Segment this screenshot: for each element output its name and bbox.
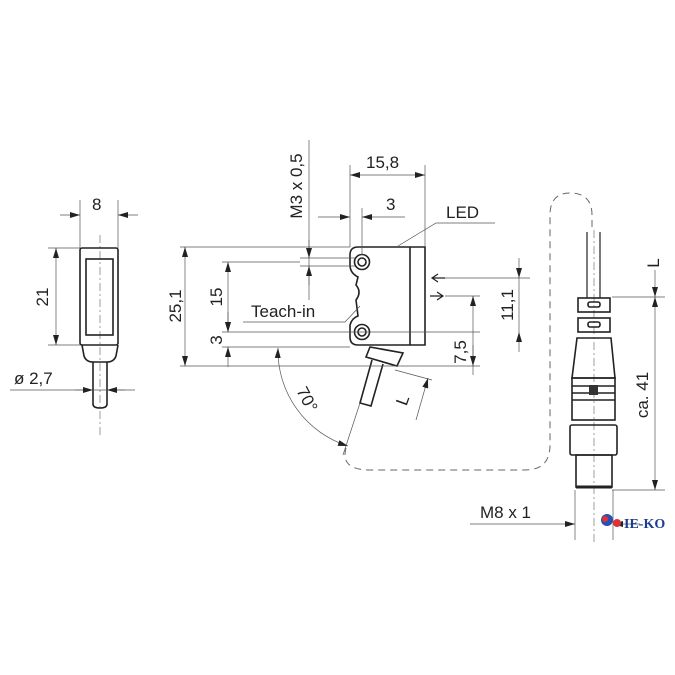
dim-total-height: 25,1: [166, 289, 185, 322]
watermark-text: IE-KO: [624, 517, 665, 532]
dim-hole-offset: 3: [207, 335, 226, 344]
dim-height-side: 21: [33, 288, 52, 307]
dim-angle: 70°: [292, 384, 321, 416]
teach-in-label: Teach-in: [251, 302, 315, 321]
dim-cable-length-l2: L: [644, 258, 663, 267]
dim-width-side: 8: [92, 195, 101, 214]
led-label: LED: [446, 203, 479, 222]
dim-connector-thread: M8 x 1: [480, 503, 531, 522]
dim-axis-height: 11,1: [498, 289, 517, 321]
dim-cable-length-l: L: [392, 392, 413, 407]
dim-width-front: 15,8: [366, 153, 399, 172]
front-view: M3 x 0,5 15,8 3 LED Teach-in 25,1 15 3 1…: [166, 140, 530, 456]
dim-axis-offset: 7,5: [451, 340, 470, 364]
dim-thread: M3 x 0,5: [287, 153, 306, 218]
dim-hole-spacing: 15: [207, 288, 226, 307]
watermark-logo: IE-KO: [601, 514, 665, 532]
dim-connector-length: ca. 41: [633, 372, 652, 418]
connector-view: L ca. 41 M8 x 1: [470, 230, 665, 545]
dim-hole-x: 3: [386, 195, 395, 214]
cable-loop: [344, 192, 593, 471]
dim-cable-diameter: ø 2,7: [14, 369, 53, 388]
side-view: 8 21 ø 2,7: [10, 195, 138, 435]
